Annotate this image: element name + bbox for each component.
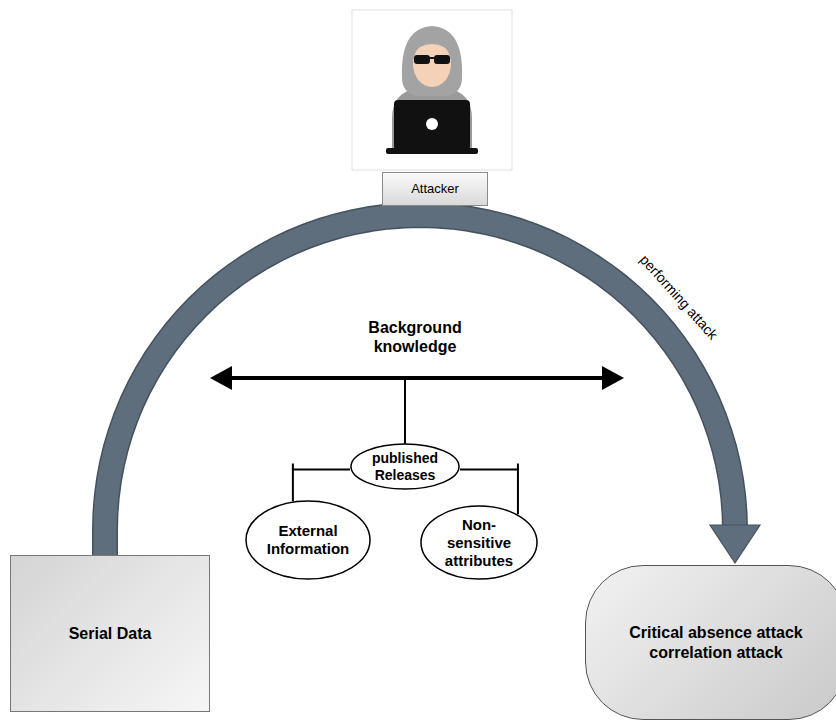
node-label: Critical absence attack correlation atta… [599,623,833,661]
ellipse-outline [246,501,370,579]
node-text: Non-sensitive attributes [432,516,526,570]
double-arrow [210,366,624,444]
bracket-tick [517,464,519,470]
node-label: Attacker [390,181,480,197]
rounded-box: Critical absence attack correlation atta… [585,565,836,720]
process-box: Serial Data [10,555,210,712]
bracket-tick [292,464,294,470]
ellipse-node: published Releases [350,443,460,490]
ellipse-outline [421,506,537,579]
node-text: published Releases [365,450,446,484]
node-text: Serial Data [18,624,202,643]
connector [105,215,760,563]
label-box: Attacker [382,172,488,206]
node-text: Attacker [390,181,480,197]
arrow-head [710,525,760,563]
ellipse-outline [351,444,459,489]
node-text: External Information [258,522,358,558]
edge-label: performing attack [637,251,721,342]
connector [293,464,350,502]
ellipse-node: Non-sensitive attributes [420,505,538,580]
ellipse-node: External Information [245,500,371,580]
heading-label: Background knowledge [350,318,480,356]
node-text: Critical absence attack correlation atta… [599,623,833,661]
node-label: published Releases [365,450,446,484]
node-label: External Information [258,522,358,558]
node-label: Non-sensitive attributes [432,516,526,570]
node-label: Serial Data [18,624,202,643]
attacker-icon [352,10,512,170]
connector-line [105,215,735,555]
connector-outline [105,215,735,555]
connector-line [293,470,350,502]
